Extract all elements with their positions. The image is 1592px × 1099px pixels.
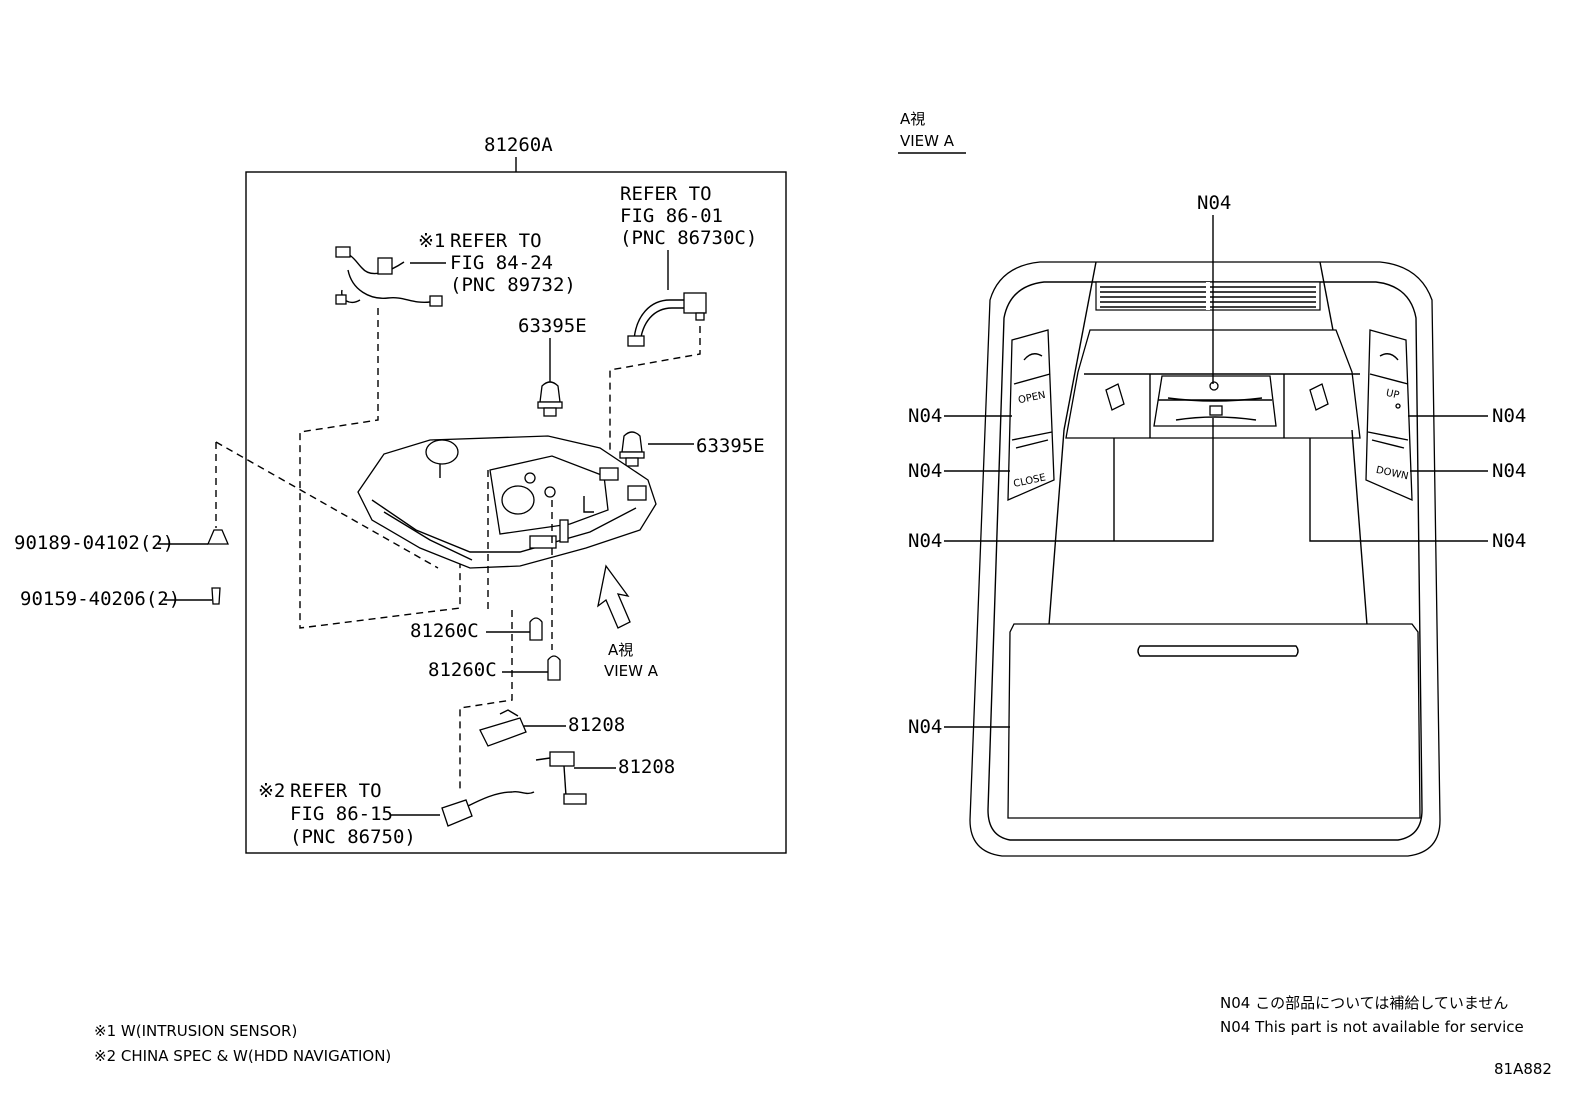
svg-text:(PNC 86730C): (PNC 86730C) (620, 227, 757, 249)
label-screw-90159: 90159-40206(2) (20, 588, 180, 610)
figure-code: 81A882 (1494, 1060, 1552, 1078)
n04-right-3: N04 (1492, 530, 1526, 552)
n04-left-3: N04 (908, 530, 942, 552)
svg-text:(PNC 89732): (PNC 89732) (450, 274, 576, 296)
svg-text:REFER TO: REFER TO (290, 780, 382, 802)
n04-right-2: N04 (1492, 460, 1526, 482)
socket-81208-a (479, 709, 527, 747)
sunroof-switch-left: OPEN CLOSE (1007, 329, 1055, 502)
map-lamp-housing (357, 435, 657, 569)
svg-text:VIEW A: VIEW A (900, 132, 955, 150)
footnote-1: ※1 W(INTRUSION SENSOR) (94, 1022, 297, 1040)
n04-top-label: N04 (1197, 192, 1231, 214)
n04-left-1: N04 (908, 405, 942, 427)
svg-text:FIG 86-01: FIG 86-01 (620, 205, 723, 227)
wire-harness-navigation (441, 790, 535, 827)
svg-text:FIG 86-15: FIG 86-15 (290, 803, 393, 825)
footnote-2: ※2 CHINA SPEC & W(HDD NAVIGATION) (94, 1047, 391, 1065)
n04-right-1: N04 (1492, 405, 1526, 427)
svg-text:REFER TO: REFER TO (620, 183, 712, 205)
svg-text:UP: UP (1385, 388, 1400, 402)
label-81208-a: 81208 (568, 714, 625, 736)
service-note-en: N04 This part is not available for servi… (1220, 1018, 1524, 1036)
refer-note-1: ※1 REFER TO FIG 84-24 (PNC 89732) (410, 230, 576, 296)
svg-text:FIG 84-24: FIG 84-24 (450, 252, 553, 274)
svg-text:(PNC 86750): (PNC 86750) (290, 826, 416, 848)
assembly-box (245, 171, 787, 854)
label-81260c-a: 81260C (410, 620, 479, 642)
service-note-jp: N04 この部品については補給していません (1220, 994, 1508, 1012)
n04-left-2: N04 (908, 460, 942, 482)
label-81260c-b: 81260C (428, 659, 497, 681)
clip-63395e-b (619, 431, 645, 467)
sunglass-holder (1007, 623, 1421, 819)
vent-grille (1095, 281, 1321, 311)
refer-note-2: ※2 REFER TO FIG 86-15 (PNC 86750) (258, 780, 440, 848)
svg-text:※2: ※2 (258, 780, 285, 802)
socket-81208-b (535, 751, 587, 805)
screw-90159 (211, 587, 221, 605)
refer-note-top: REFER TO FIG 86-01 (PNC 86730C) (620, 183, 757, 290)
assembly-81260a: 81260A ※1 REFER TO FIG 84-24 (PNC 89732)… (245, 134, 787, 854)
n04-left-4: N04 (908, 716, 942, 738)
bulb-81260c-b (547, 655, 561, 681)
bulb-81260c-a (529, 617, 543, 641)
clip-90189 (207, 529, 229, 545)
clip-63395e-a (537, 381, 563, 417)
wire-harness-top (627, 292, 707, 347)
svg-text:A視: A視 (900, 110, 925, 128)
svg-text:REFER TO: REFER TO (450, 230, 542, 252)
sunroof-switch-right: UP DOWN (1365, 329, 1413, 502)
label-81208-b: 81208 (618, 756, 675, 778)
box-label: 81260A (484, 134, 553, 156)
svg-text:A視: A視 (608, 641, 633, 659)
view-a-console: A視 VIEW A (898, 110, 1526, 857)
label-clip-90189: 90189-04102(2) (14, 532, 174, 554)
wire-harness-intrusion (335, 246, 443, 307)
svg-text:VIEW A: VIEW A (604, 662, 659, 680)
label-63395e-b: 63395E (696, 435, 765, 457)
label-63395e-a: 63395E (518, 315, 587, 337)
view-a-arrow: A視 VIEW A (597, 564, 659, 680)
svg-text:※1: ※1 (418, 230, 445, 252)
